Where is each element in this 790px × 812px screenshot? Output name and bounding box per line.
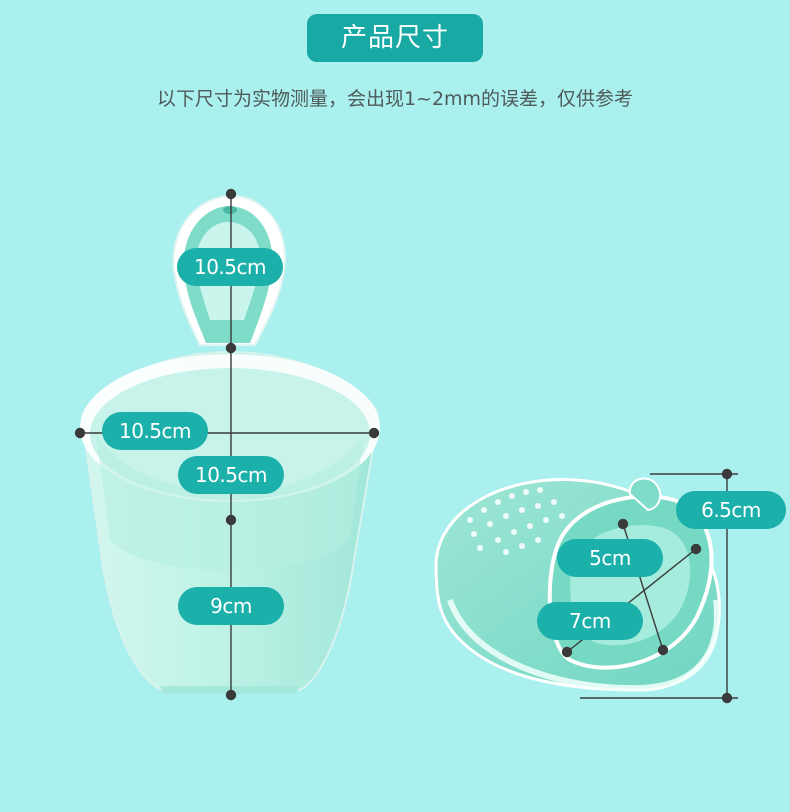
inner-depth-label: 10.5cm xyxy=(178,456,284,494)
page-title: 产品尺寸 xyxy=(307,14,483,62)
lid-height-label: 6.5cm xyxy=(676,491,786,529)
inner-ring-label: 5cm xyxy=(557,539,663,577)
body-height-label: 9cm xyxy=(178,587,284,625)
hang-hole xyxy=(223,206,237,214)
measurement-disclaimer: 以下尺寸为实物测量，会出现1~2mm的误差，仅供参考 xyxy=(156,88,634,110)
rim-diameter-label: 10.5cm xyxy=(102,412,208,450)
drain-holes xyxy=(467,487,565,555)
cup-handle xyxy=(172,194,286,346)
handle-height-label: 10.5cm xyxy=(177,248,283,286)
outer-ring-label: 7cm xyxy=(537,602,643,640)
lid-tab xyxy=(628,477,662,512)
